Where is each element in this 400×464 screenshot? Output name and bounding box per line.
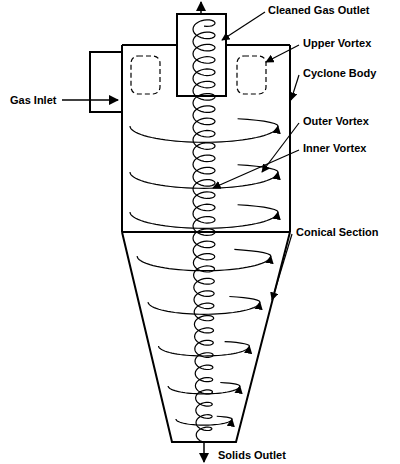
- part-label: Gas Inlet: [10, 94, 56, 107]
- leader-line: [222, 12, 265, 40]
- part-label: Solids Outlet: [218, 449, 286, 462]
- part-label: Upper Vortex: [303, 37, 371, 50]
- outlet-tube: [177, 14, 226, 96]
- outer-vortex-loop: [168, 386, 240, 394]
- part-label: Inner Vortex: [303, 142, 366, 155]
- outer-vortex-loop: [137, 256, 271, 271]
- gas-inlet-duct: [90, 52, 122, 112]
- upper-vortex-region: [131, 56, 160, 94]
- outer-vortex-loop: [225, 342, 250, 346]
- outlet-arrow: [200, 2, 202, 14]
- leader-line: [272, 234, 292, 300]
- part-label: Conical Section: [296, 226, 379, 239]
- outer-vortex-loop: [130, 172, 278, 188]
- conical-section: [122, 232, 290, 442]
- leader-line: [291, 75, 299, 100]
- upper-vortex-region: [237, 56, 266, 94]
- outer-vortex-loop: [176, 419, 232, 425]
- outer-vortex-loop: [238, 119, 278, 126]
- solids-arrow: [203, 442, 205, 462]
- outer-vortex-loop: [217, 416, 232, 419]
- outer-vortex-loop: [229, 297, 260, 302]
- part-label: Cyclone Body: [303, 67, 376, 80]
- leader-line: [213, 150, 299, 188]
- leader-line: [262, 123, 299, 172]
- inner-vortex-coil: [193, 20, 215, 442]
- part-label: Outer Vortex: [303, 115, 369, 128]
- part-label: Cleaned Gas Outlet: [268, 4, 369, 17]
- outer-vortex-loop: [130, 126, 278, 142]
- leader-line: [266, 45, 299, 62]
- outer-vortex-loop: [220, 382, 240, 386]
- inlet-arrow: [62, 99, 118, 101]
- outer-vortex-loop: [234, 249, 271, 256]
- outer-vortex-loop: [148, 302, 260, 314]
- outer-vortex-loop: [238, 205, 278, 212]
- vortex-flow: [130, 20, 278, 442]
- outer-vortex-loop: [159, 346, 250, 356]
- outer-vortex-loop: [130, 212, 278, 228]
